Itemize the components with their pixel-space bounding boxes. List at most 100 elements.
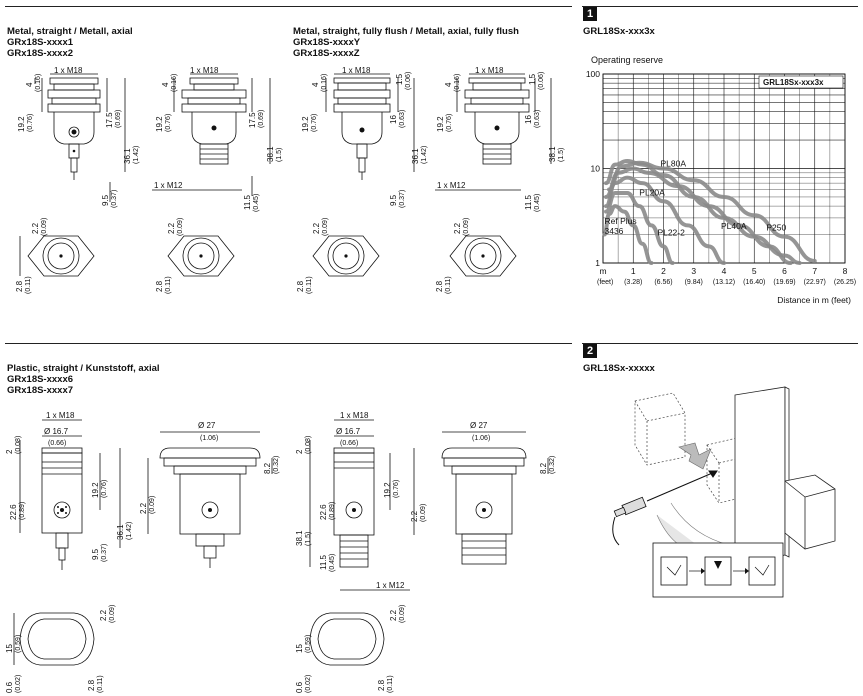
dim-label: 1 x M18 <box>46 411 75 420</box>
dim-label: (1.42) <box>133 146 140 164</box>
drawing-front-view-d: 2.2 (0.09) 2.8 (0.11) <box>435 218 517 294</box>
drawing-plastic-round-a: 15 (0.59) 0.6 (0.02) 2.2 (0.09) 2.8 (0.1… <box>5 605 116 693</box>
drawing-plastic-side-b: 1 x M18 Ø 16.7 (0.66) 2 (0.08) 38.1 (1.5… <box>295 411 427 591</box>
dim-label: (1.5) <box>558 148 565 162</box>
x-unit-m: m <box>599 266 606 276</box>
dim-label: 15 <box>5 644 14 653</box>
x-unit-ft: (feet) <box>597 279 613 286</box>
dim-label: (0.76) <box>311 114 318 132</box>
series-line <box>604 175 726 265</box>
dim-label: (0.66) <box>48 440 66 447</box>
dim-label: Ø 27 <box>198 421 216 430</box>
drawing-front-view-c: 2.2 (0.09) 2.8 (0.11) <box>296 218 380 294</box>
section-header-metal-flush: Metal, straight, fully flush / Metall, a… <box>293 26 519 59</box>
drawing-metal-axial-side-b: 1 x M18 4 (0.16) 19.2 (0.76) 17.5 (0.69)… <box>152 66 283 212</box>
dim-label: (0.09) <box>322 218 329 236</box>
dim-label: (0.76) <box>393 480 400 498</box>
dim-label: (0.06) <box>538 72 545 90</box>
model-code: GRx18S-xxxx1 <box>7 37 74 48</box>
dim-label: (0.11) <box>445 276 452 294</box>
dim-label: 1 x M18 <box>340 411 369 420</box>
dim-label: 9.5 <box>389 194 398 206</box>
dim-label: (1.5) <box>305 532 312 546</box>
x-tick-label-ft: (13.12) <box>713 279 735 286</box>
dim-label: (0.69) <box>258 110 265 128</box>
dim-label: (0.11) <box>306 276 313 294</box>
dim-label: Ø 16.7 <box>336 427 361 436</box>
dim-label: (0.11) <box>97 675 104 693</box>
dim-label: (1.06) <box>200 435 218 442</box>
dim-label: (0.59) <box>305 635 312 653</box>
dim-label: 38.1 <box>548 146 557 162</box>
drawing-front-view-b: 2.2 (0.09) 2.8 (0.11) <box>155 218 235 294</box>
dim-label: (0.37) <box>101 544 108 562</box>
dim-label: 16 <box>524 115 533 124</box>
x-tick-label-ft: (6.56) <box>654 279 672 286</box>
x-tick-label-ft: (26.25) <box>834 279 856 286</box>
dim-label: (0.09) <box>149 496 156 514</box>
dim-label: (0.89) <box>329 502 336 520</box>
dim-label: 19.2 <box>17 116 26 132</box>
dim-label: 1.5 <box>528 73 537 85</box>
mid-rule-left <box>5 343 572 344</box>
dim-label: 36.1 <box>123 148 132 164</box>
y-tick-label: 100 <box>586 69 600 79</box>
dim-label: 22.6 <box>319 504 328 520</box>
dim-label: (0.32) <box>273 456 280 474</box>
dim-label: 0.6 <box>295 681 304 693</box>
x-tick-label: 5 <box>752 266 757 276</box>
dim-label: 17.5 <box>248 112 257 128</box>
dim-label: (1.5) <box>276 148 283 162</box>
series-label: PL80A <box>660 158 686 168</box>
dim-label: (0.63) <box>534 110 541 128</box>
series-label-line: 3436 <box>605 226 624 236</box>
dim-label: (0.09) <box>41 218 48 236</box>
y-tick-label: 1 <box>595 258 600 268</box>
drawing-metal-flush-side-b: 1 x M18 4 (0.16) 1.5 (0.06) 19.2 (0.76) … <box>435 66 565 212</box>
dim-label: 19.2 <box>383 482 392 498</box>
dim-label: (1.42) <box>126 522 133 540</box>
dim-label: 4 <box>444 82 453 87</box>
dim-label: 2.2 <box>312 222 321 234</box>
dim-label: (0.69) <box>115 110 122 128</box>
dim-label: (0.76) <box>446 114 453 132</box>
section-header-plastic: Plastic, straight / Kunststoff, axial GR… <box>7 363 160 396</box>
dim-label: 1 x M12 <box>154 181 183 190</box>
dim-label: (0.45) <box>329 554 336 572</box>
dim-label: (0.09) <box>177 218 184 236</box>
dim-label: 4 <box>25 82 34 87</box>
dim-label: 1 x M18 <box>475 66 504 75</box>
dim-label: 11.5 <box>243 194 252 210</box>
top-rule-left <box>5 6 572 7</box>
dim-label: (0.11) <box>387 675 394 693</box>
dim-label: (0.02) <box>15 675 22 693</box>
series-line <box>602 204 654 265</box>
dim-label: 2.2 <box>410 510 419 522</box>
dim-label: 19.2 <box>301 116 310 132</box>
chart-title: Operating reserve <box>591 55 663 65</box>
dim-label: 19.2 <box>436 116 445 132</box>
dim-label: 36.1 <box>411 148 420 164</box>
dim-label: (1.42) <box>421 146 428 164</box>
drawing-plastic-front-a: Ø 27 (1.06) 2.2 (0.09) 8.2 (0.32) <box>139 421 280 568</box>
panel-2-badge: 2 <box>583 344 597 358</box>
dim-label: 11.5 <box>524 194 533 210</box>
dim-label: 19.2 <box>91 482 100 498</box>
dim-label: 2.2 <box>453 222 462 234</box>
dim-label: 2.8 <box>377 679 386 691</box>
dim-label: 17.5 <box>105 112 114 128</box>
x-tick-label: 6 <box>782 266 787 276</box>
dim-label: 2.2 <box>99 609 108 621</box>
dim-label: (0.66) <box>340 440 358 447</box>
x-tick-label-ft: (19.69) <box>773 279 795 286</box>
dim-label: 9.5 <box>91 548 100 560</box>
panel-1-badge: 1 <box>583 7 597 21</box>
dim-label: 8.2 <box>263 462 272 474</box>
dim-label: (0.37) <box>399 190 406 208</box>
dim-label: 22.6 <box>9 504 18 520</box>
dim-label: 2.2 <box>389 609 398 621</box>
model-code: GRx18S-xxxx2 <box>7 48 74 59</box>
application-illustration <box>612 386 836 598</box>
y-tick-label: 10 <box>591 164 601 174</box>
dim-label: 4 <box>161 82 170 87</box>
